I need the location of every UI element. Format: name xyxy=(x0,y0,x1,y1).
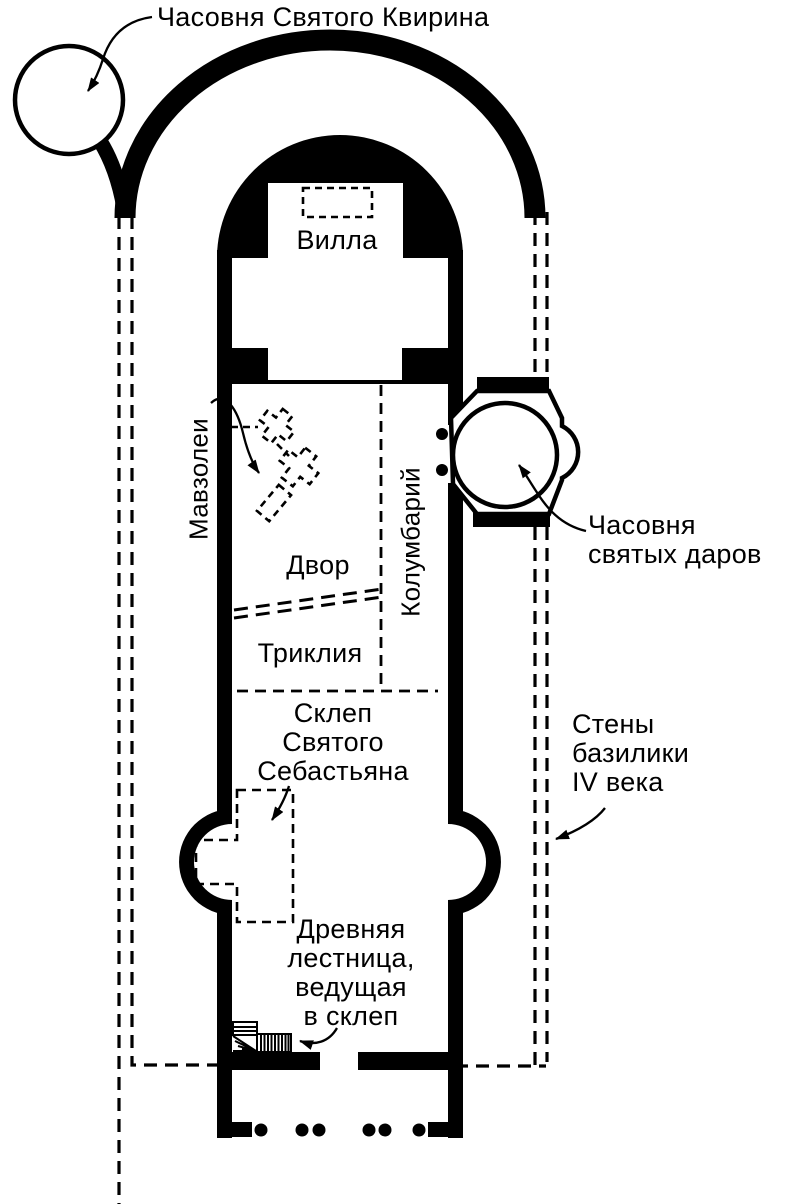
quirinus-chapel-shape xyxy=(12,43,132,210)
portico-columns xyxy=(254,1123,426,1137)
outer-apse-wall xyxy=(114,29,546,219)
label-mausoleums: Мавзолеи xyxy=(183,417,214,541)
nave-walls xyxy=(217,250,463,1138)
arrow-crypt xyxy=(271,785,291,821)
label-basilica-walls: Стены базилики IV века xyxy=(572,709,690,797)
leader-arrows xyxy=(87,15,606,1050)
arrow-quirinus-chapel xyxy=(87,15,153,92)
arrow-mausoleums xyxy=(210,397,260,474)
holy-gifts-chapel-shape xyxy=(436,377,581,527)
old-basilica-dashed-walls xyxy=(117,212,549,1204)
label-st-sebastian-crypt: Склеп Святого Себастьяна xyxy=(257,698,409,786)
side-chapel-left-lobe xyxy=(179,809,232,915)
label-columbarium: Колумбарий xyxy=(395,467,426,617)
label-villa: Вилла xyxy=(296,225,378,255)
mausoleum-dashed-outlines xyxy=(231,407,321,523)
label-triclia: Триклия xyxy=(257,638,363,668)
label-holy-gifts-chapel: Часовня святых даров xyxy=(588,510,762,569)
staircase xyxy=(232,1021,292,1053)
triclia-path-dashed xyxy=(233,587,383,620)
label-ancient-staircase: Древняя лестница, ведущая в склеп xyxy=(287,914,415,1031)
arrow-basilica-walls xyxy=(555,807,606,841)
arrow-holy-gifts xyxy=(518,464,587,533)
crypt-dashed-outline xyxy=(194,788,295,924)
villa-apse xyxy=(217,135,463,259)
side-chapel-right-lobe xyxy=(448,809,501,915)
arrow-staircase xyxy=(299,1027,338,1050)
courtyard-divider-dashed xyxy=(237,385,438,693)
label-chapel-st-quirinus: Часовня Святого Квирина xyxy=(157,2,490,32)
label-courtyard: Двор xyxy=(286,550,350,580)
